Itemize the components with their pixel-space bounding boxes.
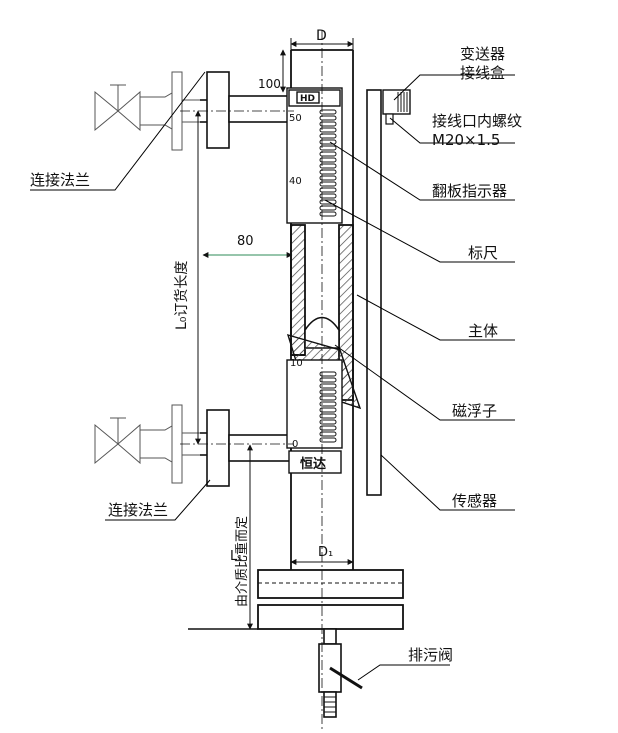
scale-tick-0: 0: [292, 439, 298, 450]
junction-box: [382, 89, 411, 115]
flap-slat: [319, 175, 337, 181]
flap-slats-lower: [319, 371, 337, 443]
bottom-flange: [200, 409, 292, 487]
label-flange-bottom: 连接法兰: [108, 501, 168, 519]
top-flange: [200, 71, 292, 149]
dimension-lines: [195, 38, 354, 630]
label-thread-2: M20×1.5: [432, 131, 500, 149]
label-transmitter-box-1: 变送器: [460, 45, 505, 63]
flap-slat: [319, 187, 337, 193]
flap-slat: [319, 211, 337, 217]
label-scale: 标尺: [468, 244, 498, 262]
label-sensor: 传感器: [452, 492, 497, 510]
flap-slat: [319, 431, 337, 437]
flap-slat: [319, 205, 337, 211]
flap-indicator-panel-lower: [286, 359, 343, 449]
leader-lines: [30, 71, 515, 681]
flap-slat: [319, 163, 337, 169]
label-flange-top: 连接法兰: [30, 171, 90, 189]
scale-tick-10: 10: [290, 358, 303, 369]
flap-slat: [319, 157, 337, 163]
flap-slat: [319, 437, 337, 443]
dimension-d1: D₁: [318, 545, 333, 560]
flap-slat: [319, 389, 337, 395]
brand-text: 恒达: [300, 456, 326, 472]
junction-box-grille: [397, 92, 408, 112]
flap-slat: [319, 371, 337, 377]
logo-text: HD: [300, 94, 315, 104]
flap-slat: [319, 121, 337, 127]
flap-slat: [319, 401, 337, 407]
flap-slat: [319, 151, 337, 157]
scale-tick-50: 50: [289, 113, 302, 124]
label-flap-indicator: 翻板指示器: [432, 182, 507, 200]
dimension-gap: 80: [237, 234, 254, 249]
flap-slat: [319, 181, 337, 187]
flap-slat: [319, 109, 337, 115]
flap-slat: [319, 425, 337, 431]
base-flanges: [257, 569, 404, 630]
flap-slat: [319, 419, 337, 425]
flap-slat: [319, 199, 337, 205]
flap-slat: [319, 145, 337, 151]
flap-slat: [319, 139, 337, 145]
flap-slat: [319, 413, 337, 419]
label-transmitter-box-2: 接线盒: [460, 64, 505, 82]
label-magnetic-float: 磁浮子: [452, 402, 497, 420]
flap-slat: [319, 407, 337, 413]
flap-slat: [319, 115, 337, 121]
order-length-label: L₀订货长度: [173, 261, 190, 330]
flap-slat: [319, 193, 337, 199]
sensor-rod: [366, 89, 382, 496]
flap-slat: [319, 383, 337, 389]
flap-slat: [319, 169, 337, 175]
label-thread-1: 接线口内螺纹: [432, 112, 522, 130]
label-body: 主体: [468, 322, 498, 340]
dimension-d: D: [316, 28, 327, 44]
flap-slat: [319, 133, 337, 139]
flap-slat: [319, 395, 337, 401]
flap-slats-upper: [319, 109, 337, 217]
scale-tick-40: 40: [289, 176, 302, 187]
medium-note-label: 由介质比重而定: [234, 516, 250, 607]
flap-slat: [319, 127, 337, 133]
dimension-top: 100: [258, 77, 281, 91]
brand-plate: [288, 450, 342, 474]
cable-port: [385, 113, 394, 125]
label-drain-valve: 排污阀: [408, 646, 453, 664]
dimension-l1: L₁: [230, 549, 242, 564]
drain-valve: [318, 628, 363, 718]
flap-slat: [319, 377, 337, 383]
